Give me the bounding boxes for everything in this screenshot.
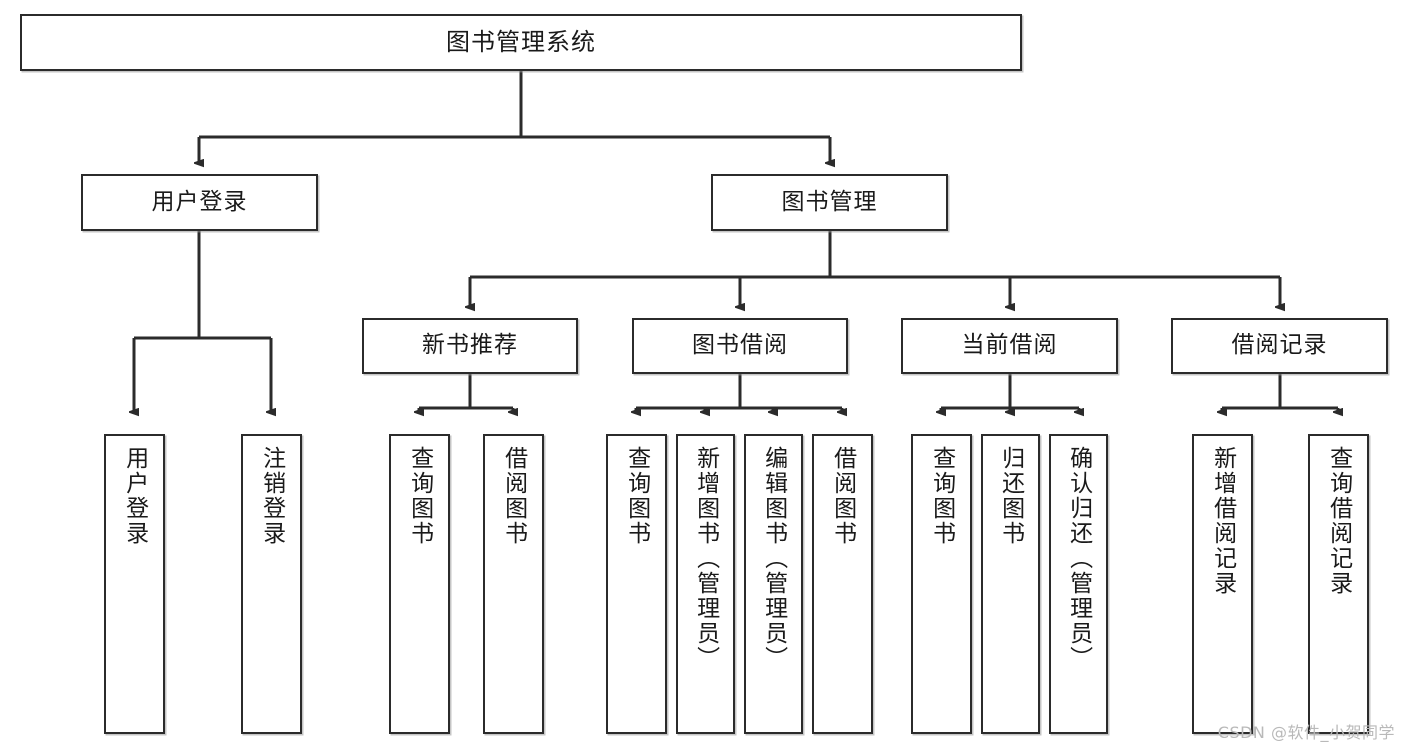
node-label: 查询图书 [623,446,650,546]
node-label: 用户登录 [121,446,148,546]
leaf-query-borrow-record[interactable]: 查询借阅记录 [1308,434,1369,734]
leaf-confirm-return-admin[interactable]: 确认归还（管理员） [1049,434,1108,734]
node-label: 借阅记录 [1231,332,1328,359]
leaf-query-book-current[interactable]: 查询图书 [911,434,972,734]
node-book-management[interactable]: 图书管理 [711,174,948,231]
node-label: 查询图书 [928,446,955,546]
leaf-add-book-admin[interactable]: 新增图书（管理员） [676,434,735,734]
node-label: 图书管理系统 [446,28,596,57]
node-current-borrow[interactable]: 当前借阅 [901,318,1118,374]
node-label: 新书推荐 [422,332,518,359]
node-label: 查询图书 [406,446,433,546]
node-borrow-record[interactable]: 借阅记录 [1171,318,1388,374]
leaf-logout[interactable]: 注销登录 [241,434,302,734]
node-label: 编辑图书（管理员） [760,446,787,671]
node-label: 注销登录 [258,446,285,546]
csdn-watermark: CSDN @软件_小贺同学 [1217,723,1395,742]
node-book-management-system[interactable]: 图书管理系统 [20,14,1022,71]
leaf-add-borrow-record[interactable]: 新增借阅记录 [1192,434,1253,734]
leaf-borrow-book-recommend[interactable]: 借阅图书 [483,434,544,734]
node-label: 图书管理 [781,188,878,215]
node-label: 归还图书 [997,446,1024,546]
leaf-query-book-borrow[interactable]: 查询图书 [606,434,667,734]
node-label: 新增借阅记录 [1209,446,1236,596]
leaf-return-book[interactable]: 归还图书 [981,434,1040,734]
leaf-edit-book-admin[interactable]: 编辑图书（管理员） [744,434,803,734]
node-label: 用户登录 [151,188,248,215]
node-label: 新增图书（管理员） [692,446,719,671]
node-user-login[interactable]: 用户登录 [81,174,318,231]
node-label: 借阅图书 [500,446,527,546]
leaf-user-login[interactable]: 用户登录 [104,434,165,734]
leaf-query-book-recommend[interactable]: 查询图书 [389,434,450,734]
node-label: 图书借阅 [692,332,788,359]
node-book-borrow[interactable]: 图书借阅 [632,318,848,374]
node-label: 确认归还（管理员） [1065,446,1092,671]
node-label: 当前借阅 [961,332,1058,359]
node-label: 查询借阅记录 [1325,446,1352,596]
node-label: 借阅图书 [829,446,856,546]
node-new-book-recommend[interactable]: 新书推荐 [362,318,578,374]
leaf-borrow-book[interactable]: 借阅图书 [812,434,873,734]
